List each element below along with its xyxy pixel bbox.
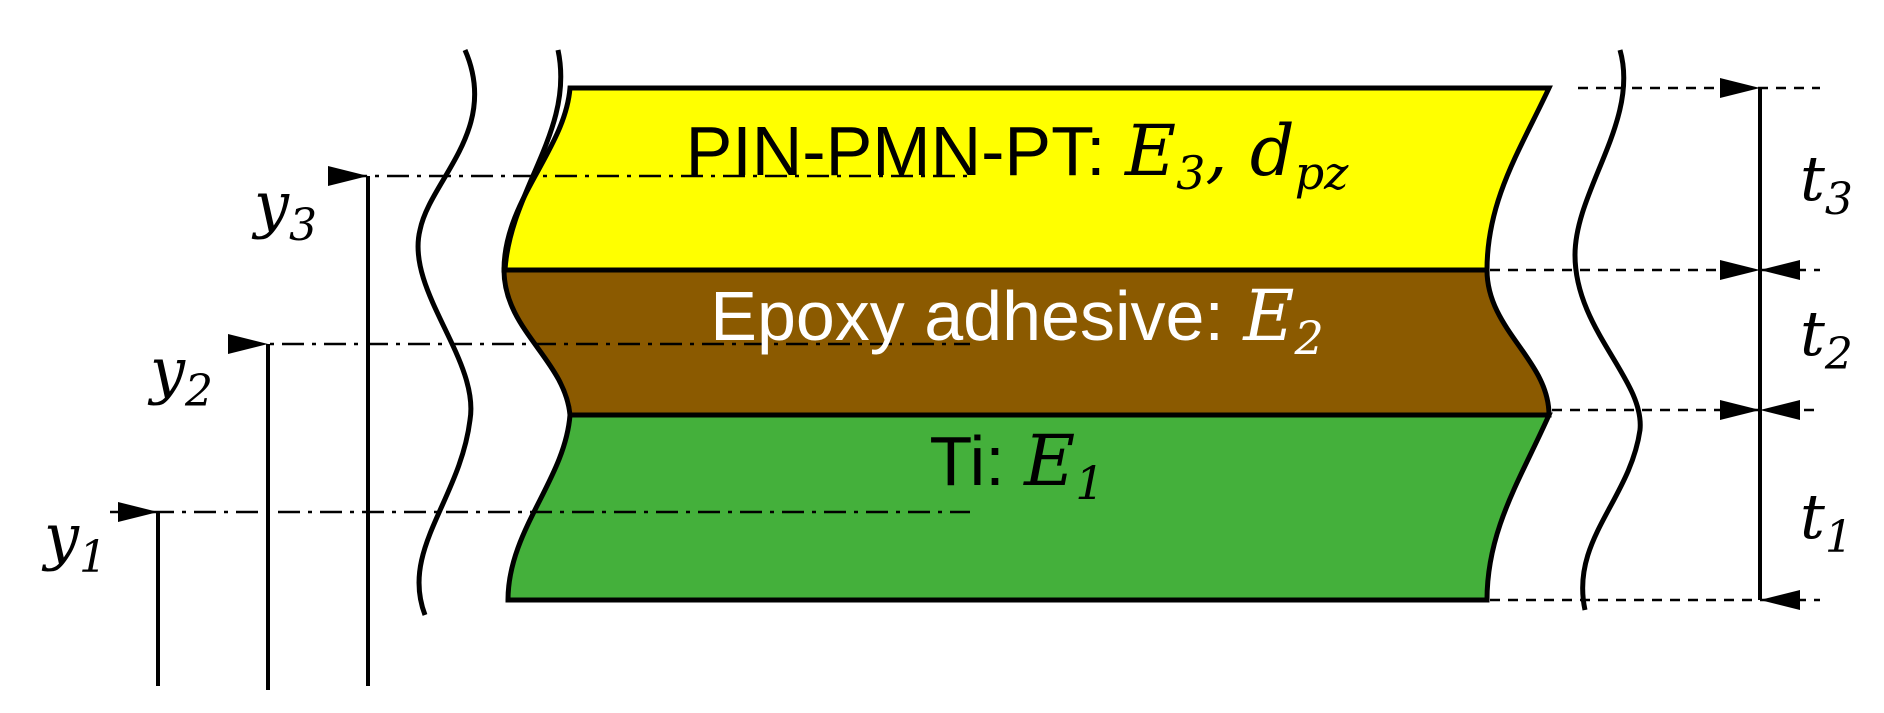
thickness-label-t1-symbol: t (1800, 480, 1825, 553)
thickness-label-t3: t3 (1800, 142, 1853, 225)
layer-bottom-material: Ti: (930, 422, 1025, 500)
break-line-right-outer (1572, 49, 1643, 611)
position-label-y3: y3 (251, 168, 317, 251)
thickness-label-t2: t2 (1800, 297, 1853, 380)
thickness-label-t3-index: 3 (1825, 174, 1853, 225)
thickness-label-t3-symbol: t (1800, 142, 1825, 215)
layer-middle-label: Epoxy adhesive: E2 (710, 275, 1324, 365)
position-label-y2: y2 (147, 334, 213, 417)
layer-top-modulus-symbol: E (1123, 110, 1176, 192)
layer-top-coeff-symbol: d (1250, 110, 1295, 192)
layer-bottom-fill (505, 412, 1553, 603)
break-line-left-inner (502, 49, 564, 271)
thickness-label-t2-index: 2 (1824, 329, 1853, 380)
thickness-label-t2-symbol: t (1800, 297, 1825, 370)
layer-top-modulus-index: 3 (1176, 146, 1205, 200)
layer-top-separator: , (1205, 110, 1250, 192)
layer-middle-modulus-index: 2 (1293, 311, 1323, 365)
position-label-y1-index: 1 (79, 532, 107, 583)
layer-middle-material: Epoxy adhesive: (710, 277, 1243, 355)
layer-middle-modulus-symbol: E (1241, 275, 1294, 357)
layer-bottom-modulus-symbol: E (1022, 420, 1075, 502)
layer-top-coeff-index: pz (1295, 146, 1349, 200)
layer-top-label: PIN-PMN-PT: E3, dpz (686, 110, 1350, 200)
thickness-label-t1: t1 (1800, 480, 1853, 563)
break-line-left-outer (415, 49, 478, 616)
layer-bottom-label: Ti: E1 (930, 420, 1105, 510)
position-label-y2-index: 2 (184, 366, 213, 417)
position-label-y2-symbol: y (147, 334, 186, 407)
position-label-y3-index: 3 (289, 200, 317, 251)
layer-top-material: PIN-PMN-PT: (686, 112, 1125, 190)
position-label-y3-symbol: y (251, 168, 290, 241)
position-label-y1-symbol: y (41, 500, 80, 573)
position-label-y1: y1 (41, 500, 107, 583)
layer-bottom-modulus-index: 1 (1075, 456, 1104, 510)
thickness-label-t1-index: 1 (1825, 512, 1853, 563)
